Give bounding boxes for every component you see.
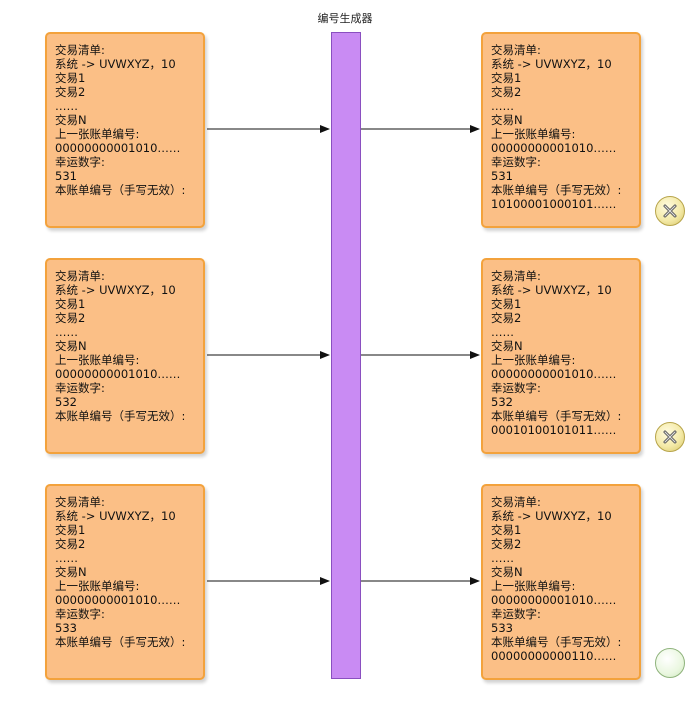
bill-line: 交易1	[491, 71, 522, 85]
bill-line: 交易清单:	[491, 269, 541, 283]
output-bill-box-2: 交易清单: 系统 -> UVWXYZ，10 交易1 交易2 …… 交易N 上一张…	[481, 258, 641, 454]
bill-line: 交易清单:	[491, 495, 541, 509]
bill-line: 交易2	[491, 85, 522, 99]
bill-line: 532	[55, 395, 77, 409]
bill-line: 交易1	[491, 523, 522, 537]
bill-line: 系统 -> UVWXYZ，10	[491, 509, 612, 523]
bill-line: 上一张账单编号:	[491, 579, 576, 593]
bill-line: 00000000001010……	[491, 141, 617, 155]
output-bill-box-1: 交易清单: 系统 -> UVWXYZ，10 交易1 交易2 …… 交易N 上一张…	[481, 32, 641, 228]
bill-line: 本账单编号（手写无效）:	[55, 409, 186, 423]
bill-line: ……	[55, 99, 78, 113]
number-generator-bar	[331, 32, 361, 679]
bill-line: 上一张账单编号:	[55, 353, 140, 367]
bill-line: 系统 -> UVWXYZ，10	[55, 283, 176, 297]
bill-line: 本账单编号（手写无效）:	[491, 635, 622, 649]
generator-title: 编号生成器	[317, 12, 373, 25]
bill-line: 交易1	[55, 71, 86, 85]
bill-line: 交易N	[55, 565, 87, 579]
empty-circle-icon	[655, 648, 685, 678]
bill-line: 00000000001010……	[55, 141, 181, 155]
bill-line: ……	[55, 551, 78, 565]
bill-line: 本账单编号（手写无效）:	[55, 183, 186, 197]
bill-line: 交易清单:	[491, 43, 541, 57]
x-icon	[655, 196, 685, 226]
bill-line: 系统 -> UVWXYZ，10	[491, 283, 612, 297]
bill-line: 交易2	[491, 311, 522, 325]
input-bill-box-1: 交易清单: 系统 -> UVWXYZ，10 交易1 交易2 …… 交易N 上一张…	[45, 32, 205, 228]
input-bill-box-3: 交易清单: 系统 -> UVWXYZ，10 交易1 交易2 …… 交易N 上一张…	[45, 484, 205, 680]
bill-line: 幸运数字:	[491, 155, 541, 169]
bill-number-line: 00010100101011……	[491, 423, 617, 437]
bill-line: 幸运数字:	[55, 155, 105, 169]
bill-line: 上一张账单编号:	[491, 127, 576, 141]
bill-line: 系统 -> UVWXYZ，10	[55, 57, 176, 71]
bill-line: 交易N	[491, 339, 523, 353]
bill-line: 交易清单:	[55, 43, 105, 57]
bill-line: 533	[491, 621, 513, 635]
bill-line: ……	[55, 325, 78, 339]
bill-line: 00000000001010……	[491, 593, 617, 607]
bill-line: 交易清单:	[55, 269, 105, 283]
bill-line: 531	[491, 169, 513, 183]
bill-line: 系统 -> UVWXYZ，10	[55, 509, 176, 523]
input-bill-box-2: 交易清单: 系统 -> UVWXYZ，10 交易1 交易2 …… 交易N 上一张…	[45, 258, 205, 454]
bill-line: 交易2	[491, 537, 522, 551]
bill-line: 交易N	[55, 339, 87, 353]
bill-line: 00000000001010……	[55, 593, 181, 607]
bill-line: 00000000001010……	[55, 367, 181, 381]
bill-line: 交易清单:	[55, 495, 105, 509]
bill-line: 交易1	[55, 523, 86, 537]
bill-line: 交易2	[55, 311, 86, 325]
bill-line: 上一张账单编号:	[55, 579, 140, 593]
bill-number-line: 10100001000101……	[491, 197, 617, 211]
bill-line: 交易1	[55, 297, 86, 311]
bill-line: 533	[55, 621, 77, 635]
bill-line: 532	[491, 395, 513, 409]
bill-line: 531	[55, 169, 77, 183]
output-bill-box-3: 交易清单: 系统 -> UVWXYZ，10 交易1 交易2 …… 交易N 上一张…	[481, 484, 641, 680]
bill-line: 交易2	[55, 85, 86, 99]
bill-line: 交易1	[491, 297, 522, 311]
bill-line: 交易N	[55, 113, 87, 127]
bill-line: 本账单编号（手写无效）:	[491, 409, 622, 423]
bill-line: 幸运数字:	[491, 607, 541, 621]
bill-line: 交易N	[491, 565, 523, 579]
bill-line: 幸运数字:	[491, 381, 541, 395]
bill-line: 幸运数字:	[55, 381, 105, 395]
bill-line: 本账单编号（手写无效）:	[55, 635, 186, 649]
x-icon	[655, 422, 685, 452]
bill-line: ……	[491, 325, 514, 339]
bill-line: 幸运数字:	[55, 607, 105, 621]
bill-line: ……	[491, 99, 514, 113]
bill-line: 交易N	[491, 113, 523, 127]
bill-line: 上一张账单编号:	[55, 127, 140, 141]
bill-line: 交易2	[55, 537, 86, 551]
bill-number-line: 00000000000110……	[491, 649, 617, 663]
bill-line: 上一张账单编号:	[491, 353, 576, 367]
bill-line: ……	[491, 551, 514, 565]
bill-line: 系统 -> UVWXYZ，10	[491, 57, 612, 71]
bill-line: 00000000001010……	[491, 367, 617, 381]
bill-line: 本账单编号（手写无效）:	[491, 183, 622, 197]
